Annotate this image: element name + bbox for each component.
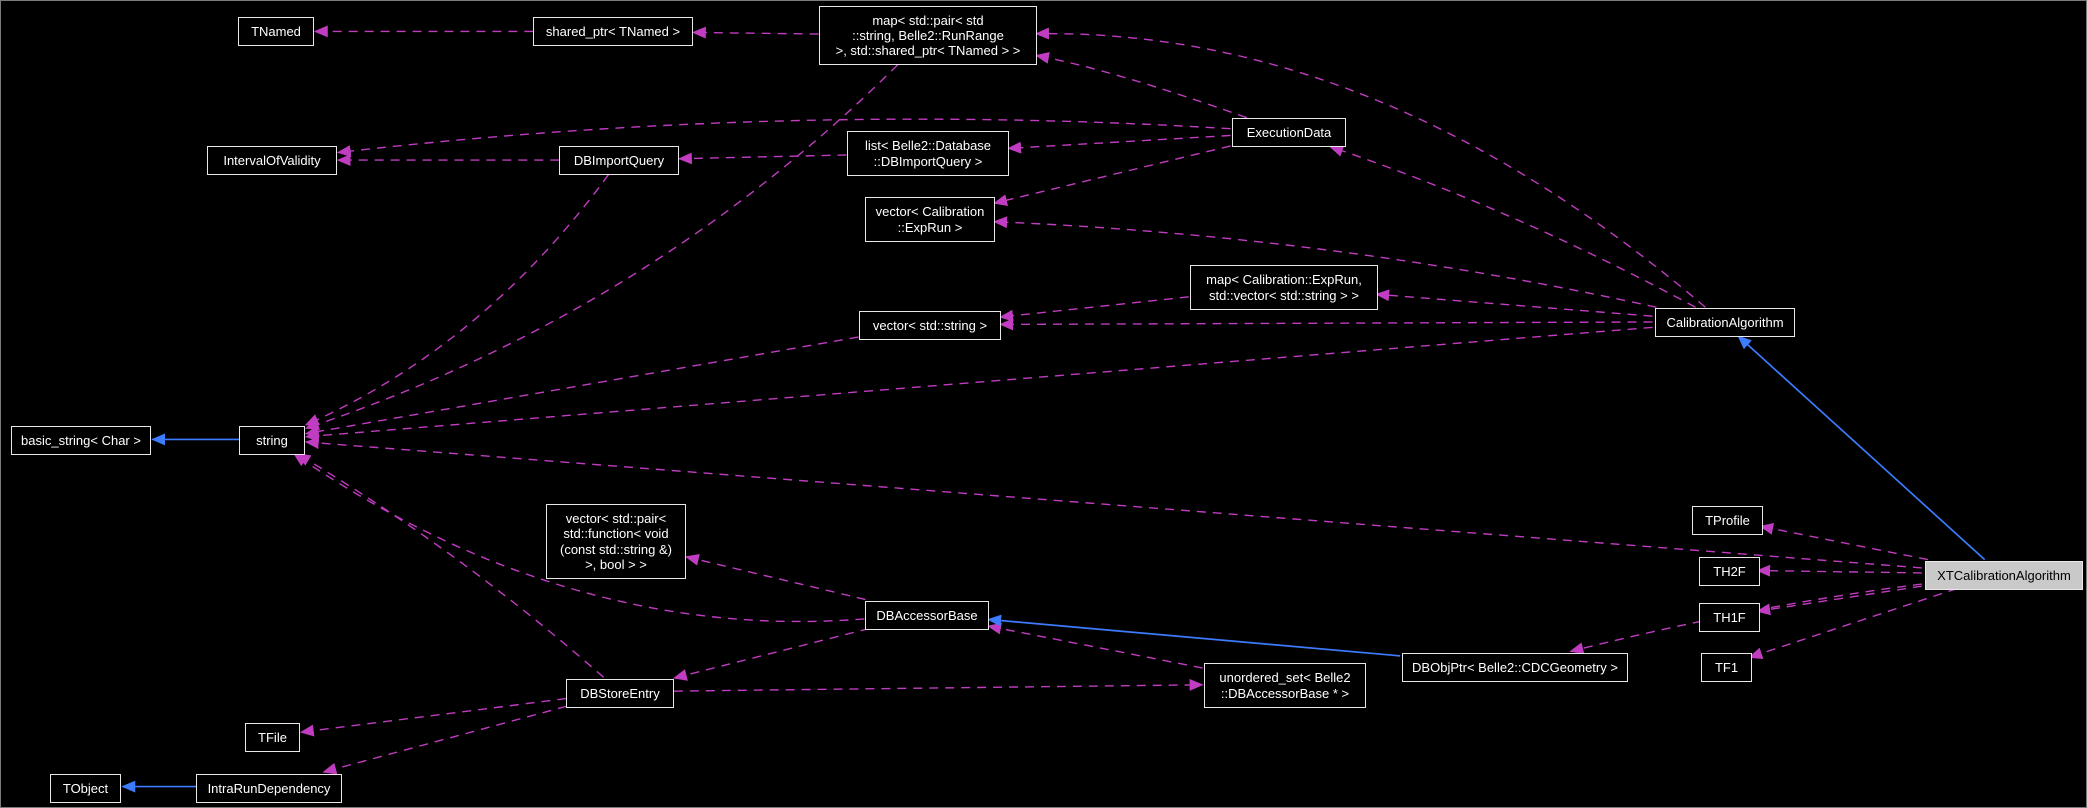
edge-map_exprun-vector_string [999, 296, 1189, 322]
edge-xtcalibrationalgorithm-th1f [1756, 585, 1922, 616]
edge-dbobjptr-dbaccessorbase [987, 614, 1401, 657]
edge-xtcalibrationalgorithm-tprofile [1759, 522, 1929, 561]
edge-dbstoreentry-intrarundependency [322, 705, 567, 775]
edge-xtcalibrationalgorithm-th2f [1756, 564, 1922, 577]
node-tobject[interactable]: TObject [50, 774, 121, 803]
node-unordered_set[interactable]: unordered_set< Belle2 ::DBAccessorBase *… [1204, 663, 1366, 708]
node-tnamed[interactable]: TNamed [238, 17, 314, 46]
node-th2f[interactable]: TH2F [1699, 557, 1760, 586]
edge-xtcalibrationalgorithm-tf1 [1748, 587, 1958, 660]
edge-dbaccessorbase-vector_function [684, 553, 866, 601]
edge-dbaccessorbase-dbstoreentry [672, 627, 870, 681]
node-string[interactable]: string [239, 426, 305, 455]
edge-calibrationalgorithm-string [304, 326, 1653, 442]
node-tfile[interactable]: TFile [245, 723, 300, 752]
node-tf1[interactable]: TF1 [1701, 653, 1752, 682]
node-intervalofvalidity[interactable]: IntervalOfValidity [207, 146, 337, 175]
node-dbobjptr[interactable]: DBObjPtr< Belle2::CDCGeometry > [1402, 653, 1628, 682]
node-intrarundependency[interactable]: IntraRunDependency [196, 774, 342, 803]
node-map_tnamed[interactable]: map< std::pair< std ::string, Belle2::Ru… [819, 6, 1037, 65]
edge-executiondata-list_dbimportquery [1007, 134, 1231, 154]
edge-vector_string-string [304, 336, 859, 438]
edge-dbstoreentry-tfile [299, 697, 567, 737]
edge-dbimportquery-string [304, 174, 610, 426]
edge-dbstoreentry-string [296, 453, 605, 678]
edge-xtcalibrationalgorithm-calibrationalgorithm [1737, 335, 1986, 561]
edge-calibrationalgorithm-vector_string [999, 318, 1653, 331]
edge-calibrationalgorithm-executiondata [1329, 145, 1696, 308]
edge-dbaccessorbase-string [293, 453, 865, 623]
node-list_dbimportquery[interactable]: list< Belle2::Database ::DBImportQuery > [847, 131, 1009, 176]
edge-map_tnamed-string [304, 64, 899, 430]
node-executiondata[interactable]: ExecutionData [1232, 118, 1346, 147]
node-th1f[interactable]: TH1F [1699, 603, 1760, 632]
edge-map_tnamed-shared_ptr_tnamed [691, 26, 819, 39]
node-tprofile[interactable]: TProfile [1692, 506, 1763, 535]
edge-dbstoreentry-unordered_set [673, 678, 1204, 692]
edge-list_dbimportquery-dbimportquery [677, 152, 847, 165]
node-basic_string[interactable]: basic_string< Char > [11, 426, 151, 455]
node-vector_function[interactable]: vector< std::pair< std::function< void (… [546, 504, 686, 579]
edge-executiondata-intervalofvalidity [336, 118, 1231, 158]
node-shared_ptr_tnamed[interactable]: shared_ptr< TNamed > [533, 17, 693, 46]
node-map_exprun[interactable]: map< Calibration::ExpRun, std::vector< s… [1190, 265, 1378, 310]
edge-calibrationalgorithm-map_tnamed [1035, 27, 1706, 308]
node-xtcalibrationalgorithm[interactable]: XTCalibrationAlgorithm [1925, 561, 2083, 590]
edge-unordered_set-dbaccessorbase [987, 622, 1203, 669]
node-dbimportquery[interactable]: DBImportQuery [559, 146, 679, 175]
edge-xtcalibrationalgorithm-dbobjptr [1569, 583, 1922, 655]
node-vector_exprun[interactable]: vector< Calibration ::ExpRun > [865, 197, 995, 242]
node-vector_string[interactable]: vector< std::string > [859, 311, 1001, 340]
edge-executiondata-vector_exprun [993, 145, 1231, 207]
node-dbstoreentry[interactable]: DBStoreEntry [566, 679, 674, 708]
edge-executiondata-map_tnamed [1035, 51, 1248, 119]
node-calibrationalgorithm[interactable]: CalibrationAlgorithm [1655, 308, 1795, 337]
edge-calibrationalgorithm-map_exprun [1375, 289, 1653, 317]
node-dbaccessorbase[interactable]: DBAccessorBase [865, 601, 989, 630]
